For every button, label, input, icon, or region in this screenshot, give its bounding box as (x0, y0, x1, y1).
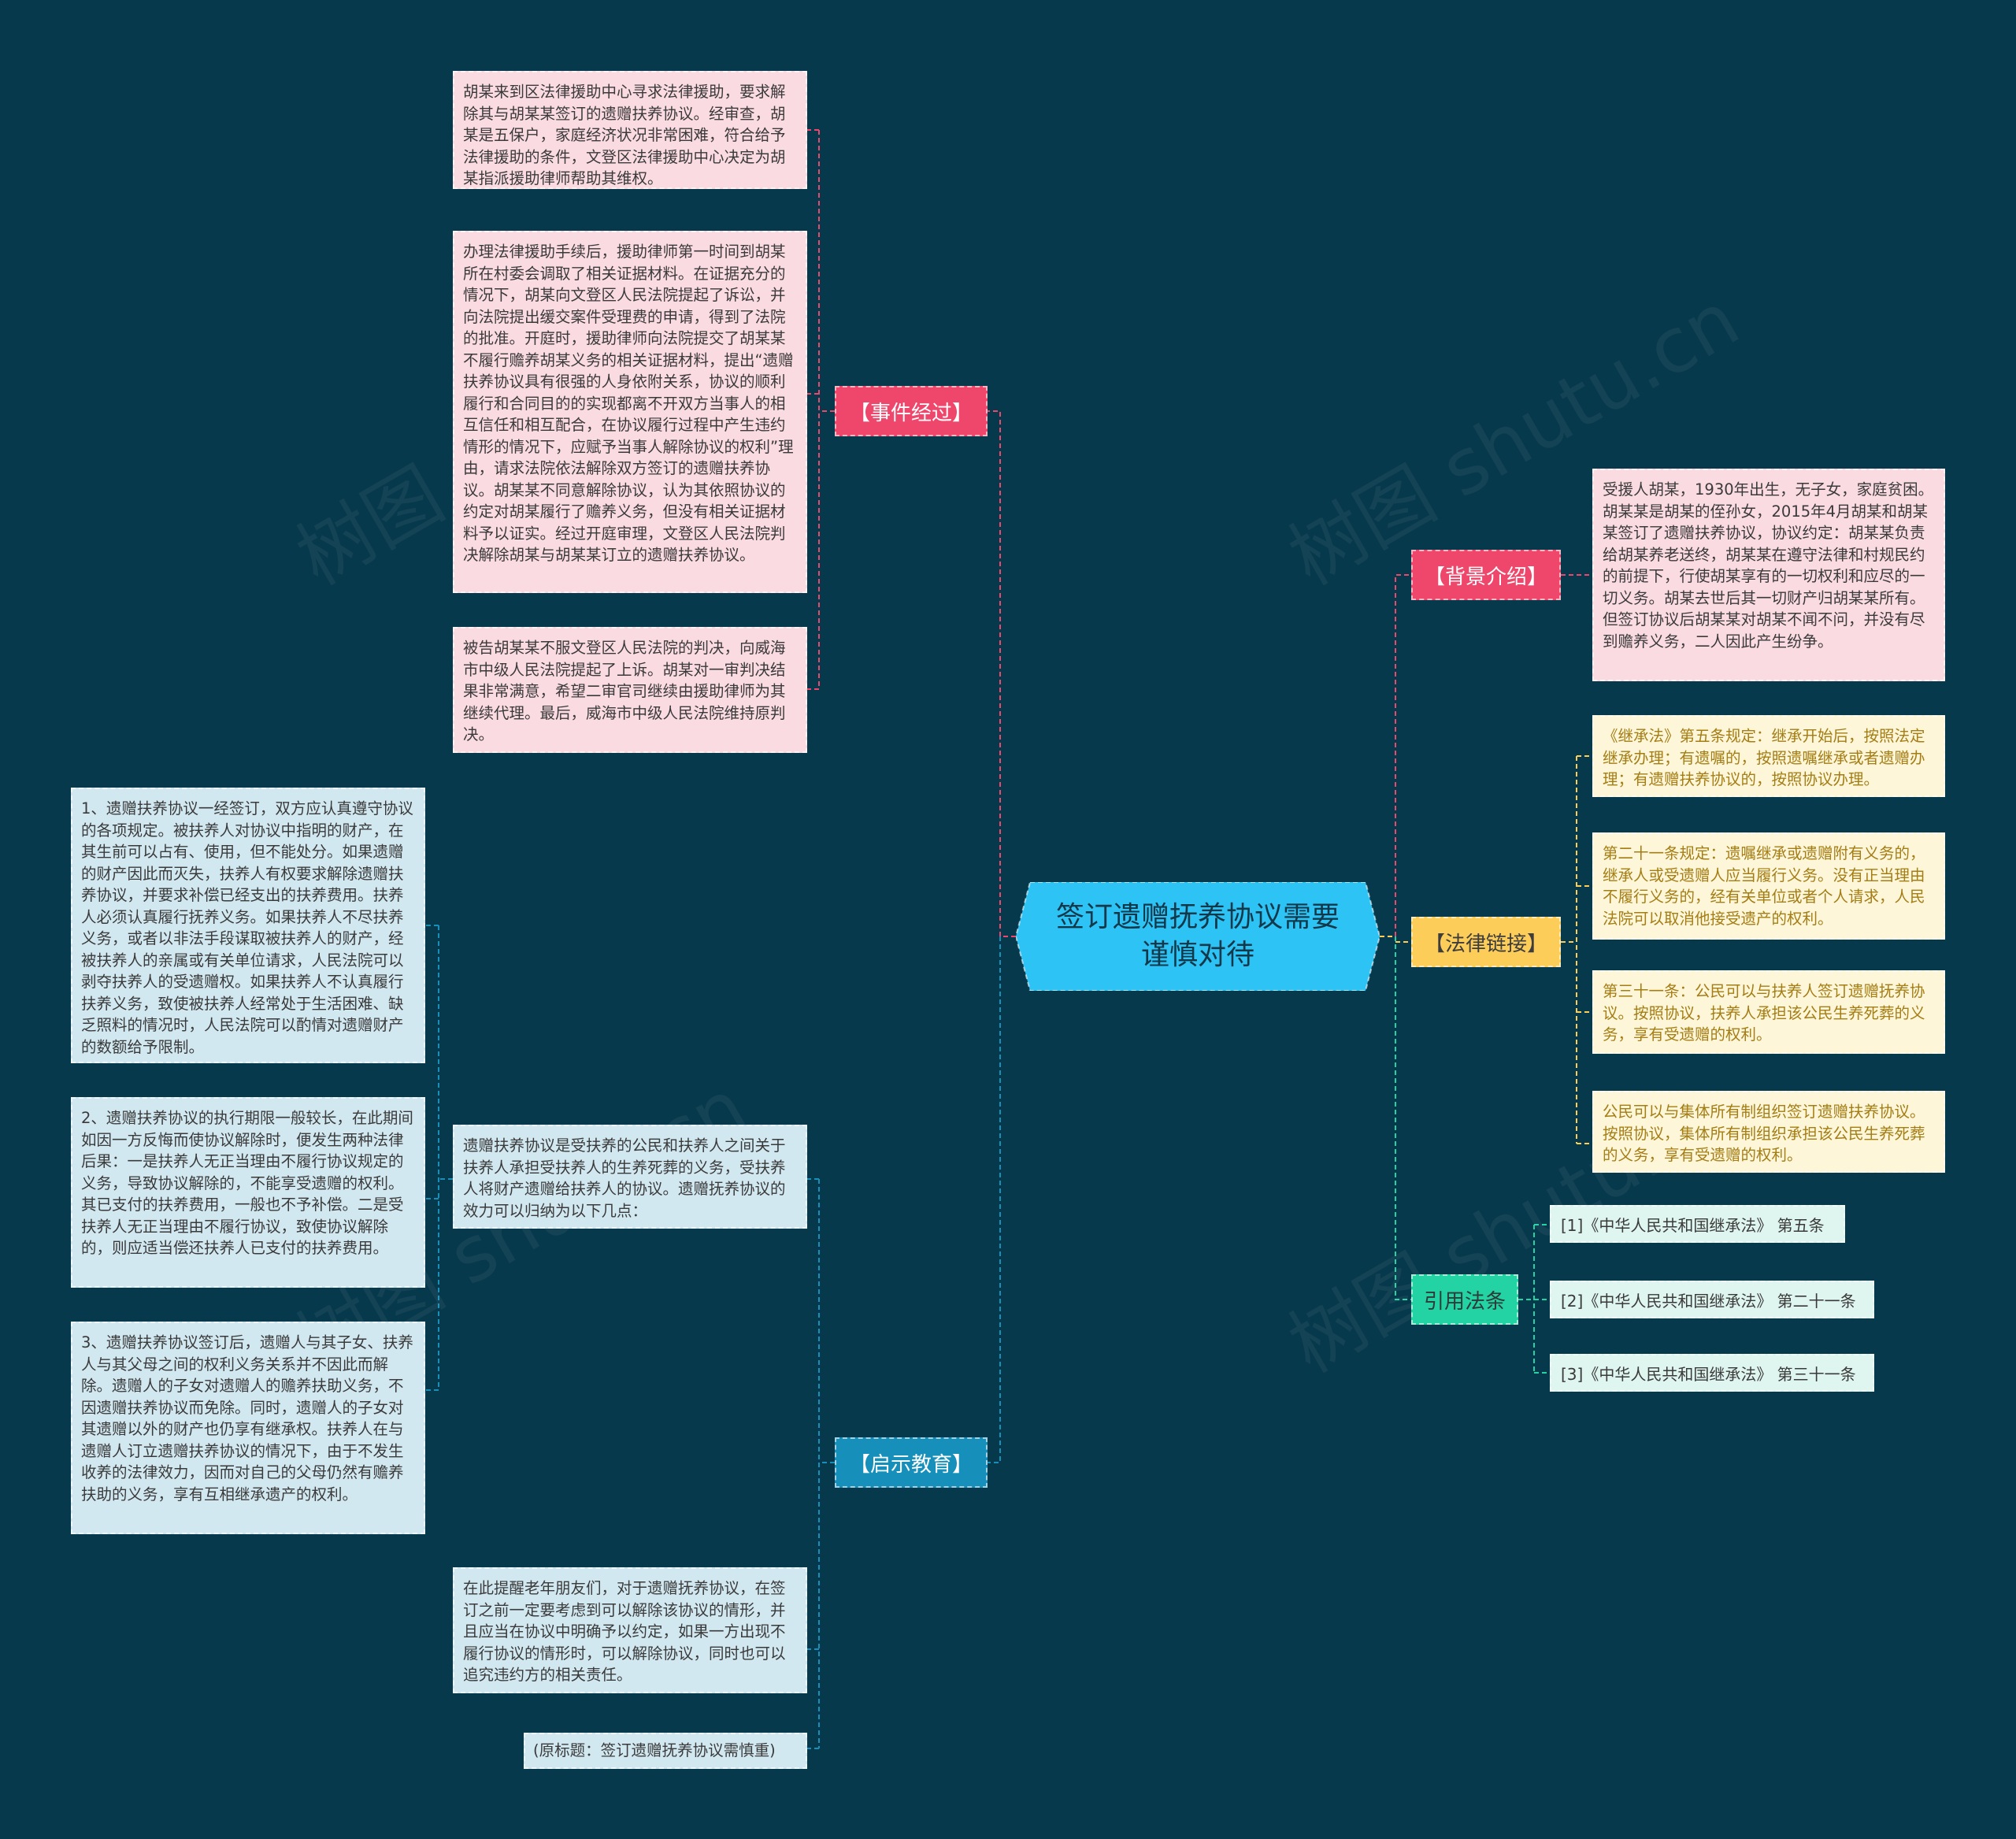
law-text-4: 公民可以与集体所有制组织签订遗赠扶养协议。按照协议，集体所有制组织承担该公民生养… (1592, 1091, 1945, 1173)
link-intro-points (425, 925, 453, 1391)
background-text: 受援人胡某，1930年出生，无子女，家庭贫困。胡某某是胡某的侄孙女，2015年4… (1592, 469, 1945, 681)
cite-item-3[interactable]: [3]《中华人民共和国继承法》 第三十一条 (1550, 1354, 1874, 1392)
link-lesson-children (807, 1178, 835, 1749)
link-cite-children (1518, 1224, 1550, 1374)
lesson-original-title: (原标题：签订遗赠抚养协议需慎重) (524, 1733, 807, 1769)
link-spine-background (1395, 574, 1411, 936)
lesson-reminder: 在此提醒老年朋友们，对于遗赠抚养协议，在签订之前一定要考虑到可以解除该协议的情形… (453, 1567, 807, 1693)
law-text-3: 第三十一条：公民可以与扶养人签订遗赠抚养协议。按照协议，扶养人承担该公民生养死葬… (1592, 970, 1945, 1054)
root-hexagon (1016, 882, 1380, 991)
link-spine-lesson (988, 936, 1001, 1463)
root-title: 签订遗赠抚养协议需要谨慎对待 (1055, 901, 1340, 971)
events-text-1: 胡某来到区法律援助中心寻求法律援助，要求解除其与胡某某签订的遗赠扶养协议。经审查… (453, 71, 807, 189)
link-events-children (807, 129, 835, 690)
link-spine-cite (1395, 936, 1411, 1300)
events-text-3: 被告胡某某不服文登区人民法院的判决，向威海市中级人民法院提起了上诉。胡某对一审判… (453, 627, 807, 753)
law-text-1: 《继承法》第五条规定：继承开始后，按照法定继承办理；有遗嘱的，按照遗嘱继承或者遗… (1592, 715, 1945, 797)
law-text-2: 第二十一条规定：遗嘱继承或遗赠附有义务的，继承人或受遗赠人应当履行义务。没有正当… (1592, 832, 1945, 940)
cite-item-2[interactable]: [2]《中华人民共和国继承法》 第二十一条 (1550, 1281, 1874, 1318)
branch-background[interactable]: 【背景介绍】 (1411, 550, 1561, 600)
link-law-children (1561, 755, 1592, 1144)
link-spine-events (988, 410, 1001, 936)
lesson-intro: 遗赠扶养协议是受扶养的公民和扶养人之间关于扶养人承担受扶养人的生养死葬的义务，受… (453, 1125, 807, 1229)
branch-cite[interactable]: 引用法条 (1411, 1274, 1518, 1325)
lesson-point-3: 3、遗赠扶养协议签订后，遗赠人与其子女、扶养人与其父母之间的权利义务关系并不因此… (71, 1322, 425, 1534)
branch-law[interactable]: 【法律链接】 (1411, 917, 1561, 967)
lesson-point-1: 1、遗赠扶养协议一经签订，双方应认真遵守协议的各项规定。被扶养人对协议中指明的财… (71, 788, 425, 1063)
events-text-2: 办理法律援助手续后，援助律师第一时间到胡某所在村委会调取了相关证据材料。在证据充… (453, 231, 807, 593)
cite-item-1[interactable]: [1]《中华人民共和国继承法》 第五条 (1550, 1205, 1845, 1243)
lesson-point-2: 2、遗赠扶养协议的执行期限一般较长，在此期间如因一方反悔而使协议解除时，便发生两… (71, 1097, 425, 1288)
branch-events[interactable]: 【事件经过】 (835, 386, 988, 436)
branch-lesson[interactable]: 【启示教育】 (835, 1437, 988, 1488)
root-topic[interactable]: 签订遗赠抚养协议需要谨慎对待 (1016, 882, 1380, 991)
